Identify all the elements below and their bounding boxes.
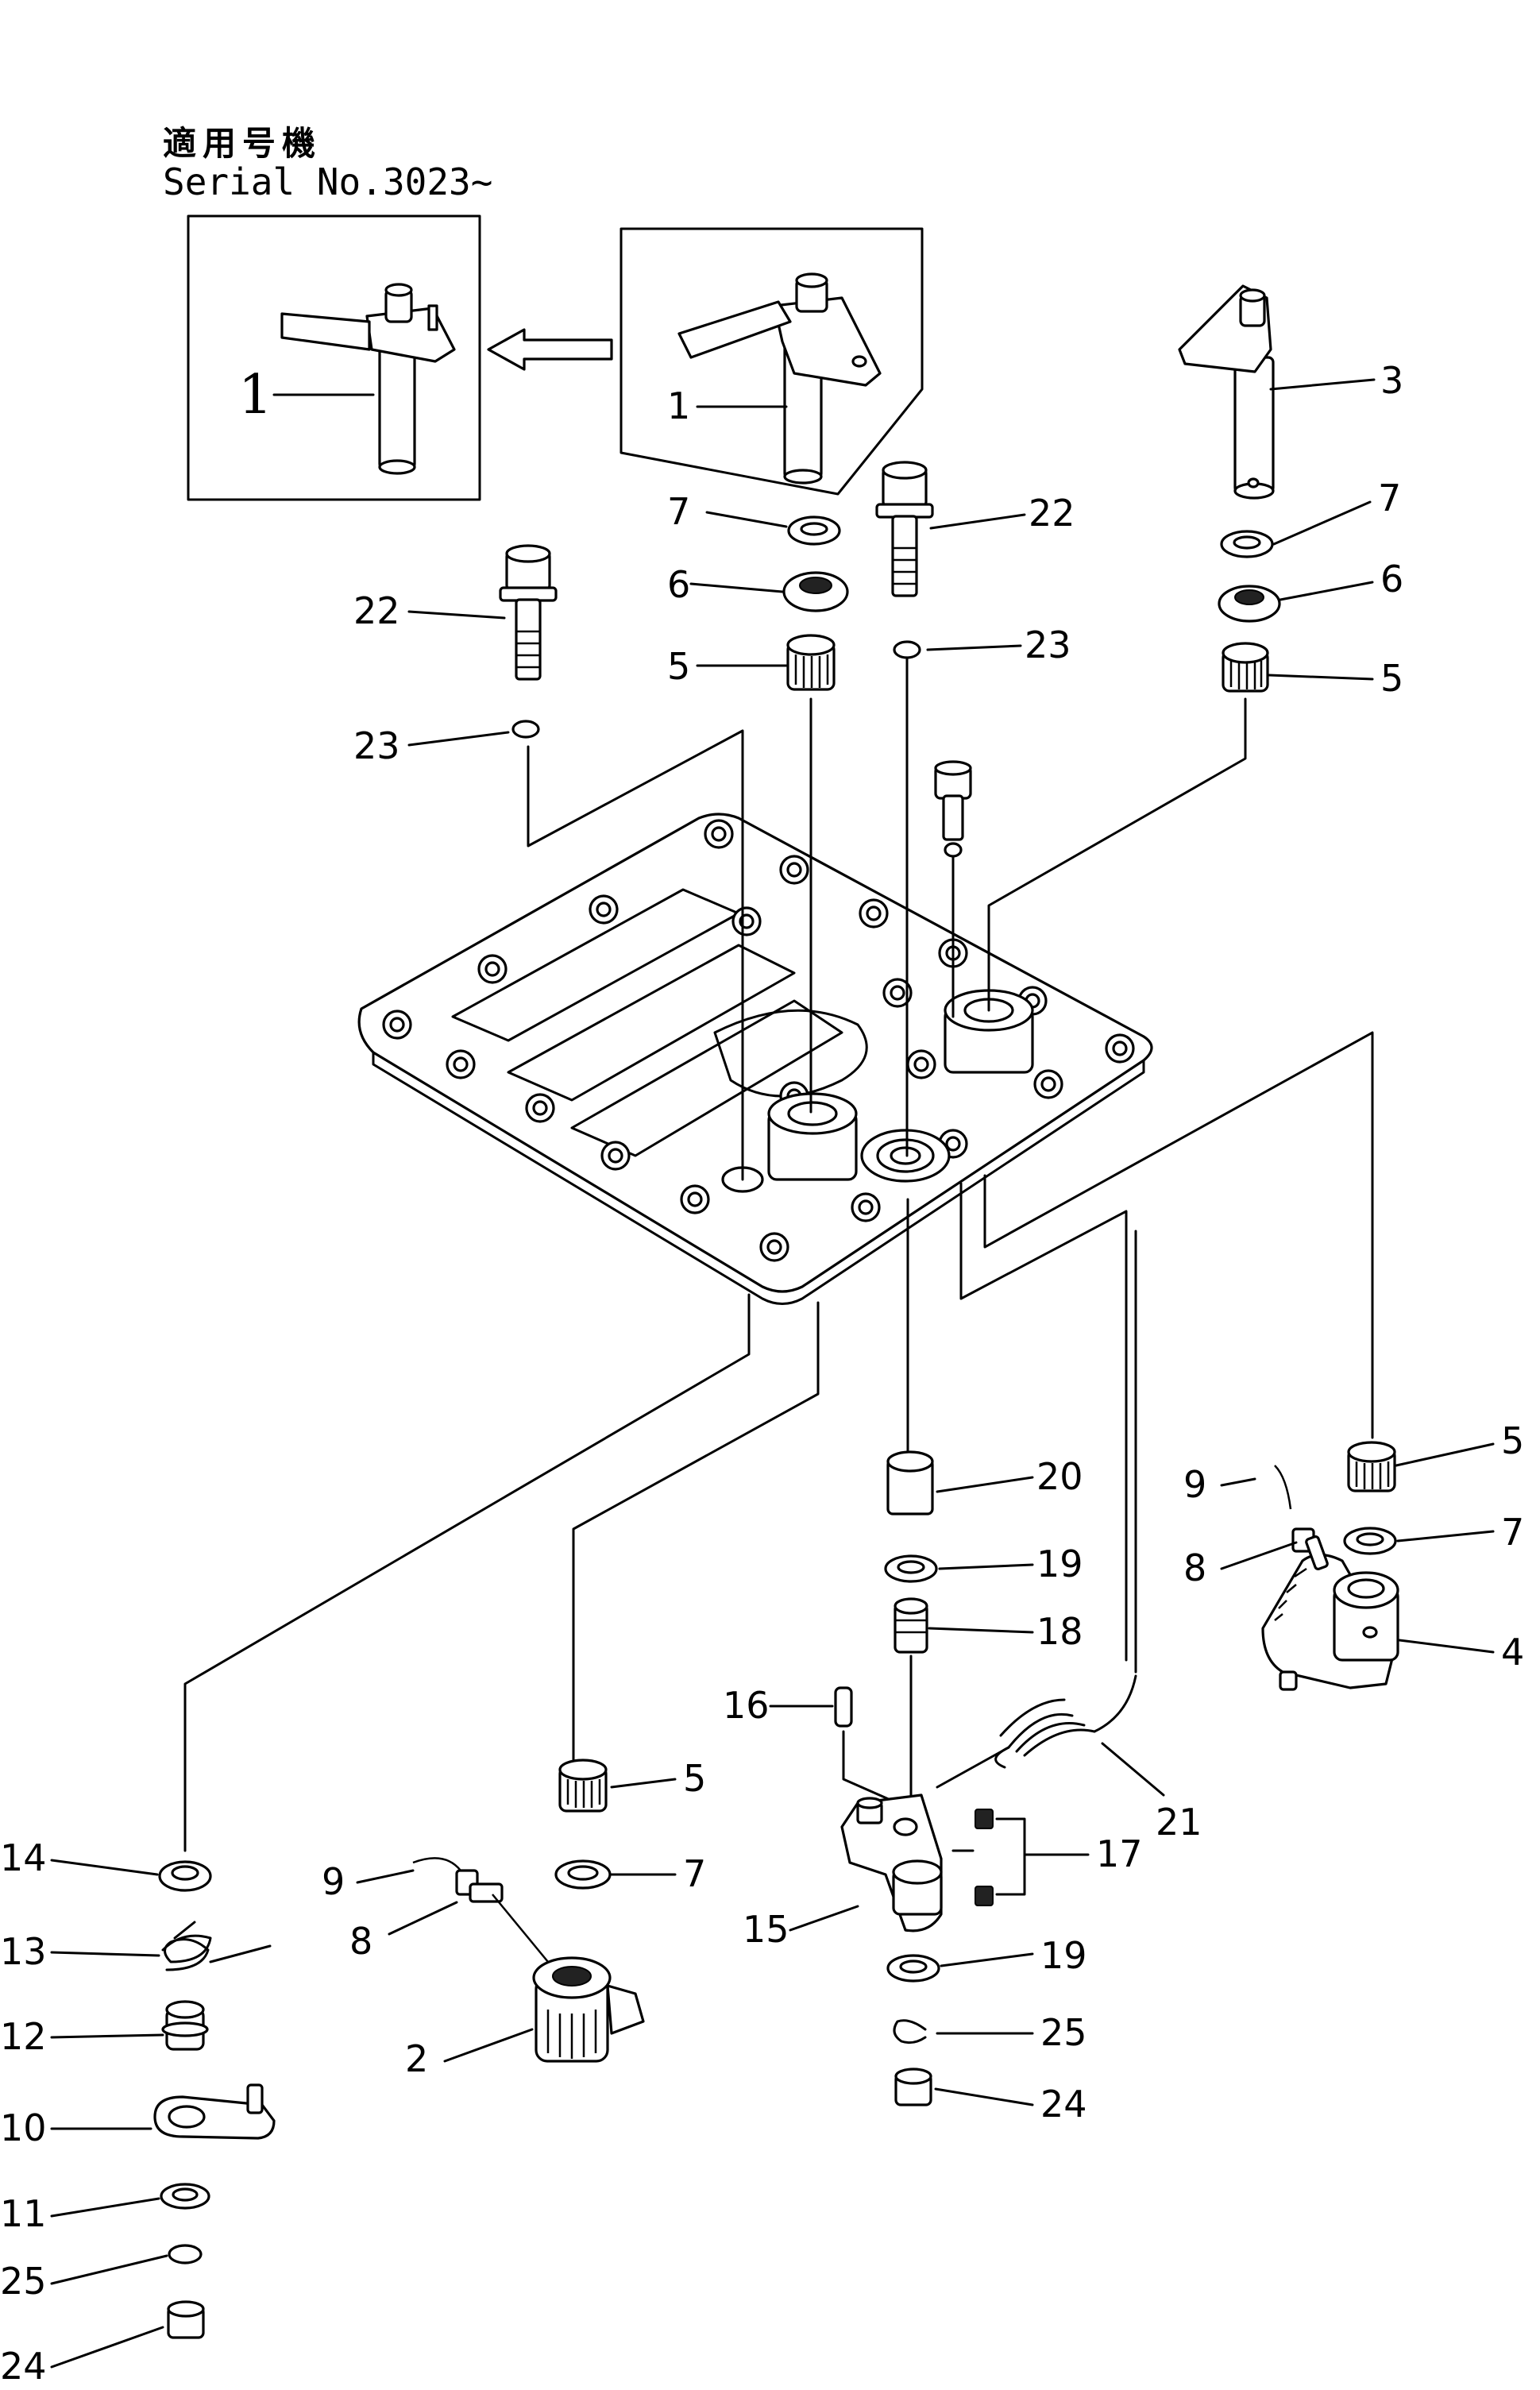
label-5-right: 5 bbox=[1380, 657, 1403, 700]
label-7-center: 7 bbox=[667, 490, 690, 533]
label-15: 15 bbox=[743, 1908, 789, 1951]
label-20: 20 bbox=[1036, 1455, 1083, 1498]
serial-number-label: Serial No.3023~ bbox=[163, 160, 492, 203]
label-11: 11 bbox=[0, 2192, 47, 2235]
label-14: 14 bbox=[0, 1836, 47, 1879]
plug-unlabeled bbox=[934, 760, 972, 858]
cover-plate bbox=[357, 813, 1153, 1305]
spring-13 bbox=[161, 1921, 272, 1971]
bushing-12 bbox=[161, 2000, 209, 2051]
lever-part-15 bbox=[840, 1793, 943, 1932]
washer-7-lower-right bbox=[1343, 1527, 1397, 1555]
label-17: 17 bbox=[1096, 1832, 1143, 1875]
label-10: 10 bbox=[0, 2106, 47, 2149]
label-12: 12 bbox=[0, 2015, 47, 2058]
lever-part-3 bbox=[1178, 284, 1275, 500]
label-19-upper: 19 bbox=[1036, 1542, 1083, 1585]
washer-7-right bbox=[1220, 530, 1274, 558]
bearing-5-right bbox=[1222, 642, 1269, 693]
label-23-left: 23 bbox=[353, 724, 400, 767]
washer-19-upper bbox=[884, 1554, 938, 1583]
replacement-arrow bbox=[487, 328, 613, 371]
pin-16 bbox=[834, 1686, 853, 1728]
bearing-5-lower-left bbox=[558, 1759, 608, 1813]
bolt-22-center bbox=[875, 461, 934, 597]
label-16: 16 bbox=[723, 1684, 770, 1727]
label-22-center: 22 bbox=[1029, 492, 1075, 535]
bolt-22-left bbox=[499, 544, 558, 681]
washer-7-lower-left bbox=[554, 1859, 612, 1890]
label-4: 4 bbox=[1501, 1631, 1524, 1674]
label-25-center: 25 bbox=[1040, 2011, 1087, 2054]
label-18: 18 bbox=[1036, 1610, 1083, 1653]
label-23-center: 23 bbox=[1025, 624, 1071, 666]
bushing-18 bbox=[894, 1597, 928, 1654]
label-19-lower: 19 bbox=[1040, 1934, 1087, 1977]
washer-11 bbox=[160, 2183, 210, 2210]
washer-7-center bbox=[787, 515, 841, 546]
label-13: 13 bbox=[0, 1930, 47, 1973]
nuts-17 bbox=[975, 1809, 994, 1906]
label-6-center: 6 bbox=[667, 563, 690, 606]
label-25-left: 25 bbox=[0, 2260, 47, 2303]
arm-10 bbox=[153, 2083, 276, 2140]
wire-9-right bbox=[1274, 1465, 1292, 1510]
snap-ring-25-left bbox=[168, 2244, 203, 2265]
oring-23-center bbox=[893, 640, 921, 659]
label-6-right: 6 bbox=[1380, 558, 1403, 600]
label-9-left: 9 bbox=[322, 1860, 345, 1903]
label-5-center: 5 bbox=[667, 645, 690, 688]
label-24-left: 24 bbox=[0, 2345, 47, 2388]
snap-ring-25-center bbox=[893, 2019, 927, 2044]
label-7-lower-left: 7 bbox=[683, 1852, 706, 1895]
label-24-center: 24 bbox=[1040, 2083, 1087, 2126]
label-5-lower-right: 5 bbox=[1501, 1419, 1524, 1462]
lever-part-4 bbox=[1261, 1553, 1399, 1691]
applicability-label: 適用号機 bbox=[163, 124, 322, 163]
label-1: 1 bbox=[667, 384, 690, 427]
fitting-8-right bbox=[1291, 1527, 1329, 1571]
label-5-lower-left: 5 bbox=[683, 1757, 706, 1800]
label-8-right: 8 bbox=[1183, 1546, 1206, 1589]
spacer-20 bbox=[886, 1450, 934, 1515]
label-2: 2 bbox=[405, 2037, 428, 2080]
nut-24-center bbox=[894, 2068, 932, 2106]
label-1-inset: 1 bbox=[238, 364, 272, 427]
nut-24-left bbox=[167, 2300, 205, 2339]
seal-6-right bbox=[1218, 585, 1281, 623]
label-22-left: 22 bbox=[353, 589, 400, 632]
label-8-left: 8 bbox=[349, 1920, 372, 1963]
bearing-5-center bbox=[786, 634, 836, 691]
bearing-5-lower-right bbox=[1347, 1441, 1396, 1492]
wire-9-left bbox=[412, 1857, 461, 1871]
label-21: 21 bbox=[1156, 1801, 1202, 1844]
lever-part-2 bbox=[532, 1956, 645, 2063]
label-3: 3 bbox=[1380, 359, 1403, 402]
label-7-right: 7 bbox=[1378, 477, 1401, 519]
inset-old-lever bbox=[619, 227, 924, 496]
collar-14 bbox=[158, 1860, 212, 1892]
washer-19-lower bbox=[886, 1954, 940, 1983]
oring-23-left bbox=[511, 720, 540, 739]
inset-new-lever bbox=[187, 214, 481, 501]
label-7-lower-right: 7 bbox=[1501, 1511, 1524, 1554]
seal-6-center bbox=[782, 571, 849, 612]
label-9-right: 9 bbox=[1183, 1463, 1206, 1506]
